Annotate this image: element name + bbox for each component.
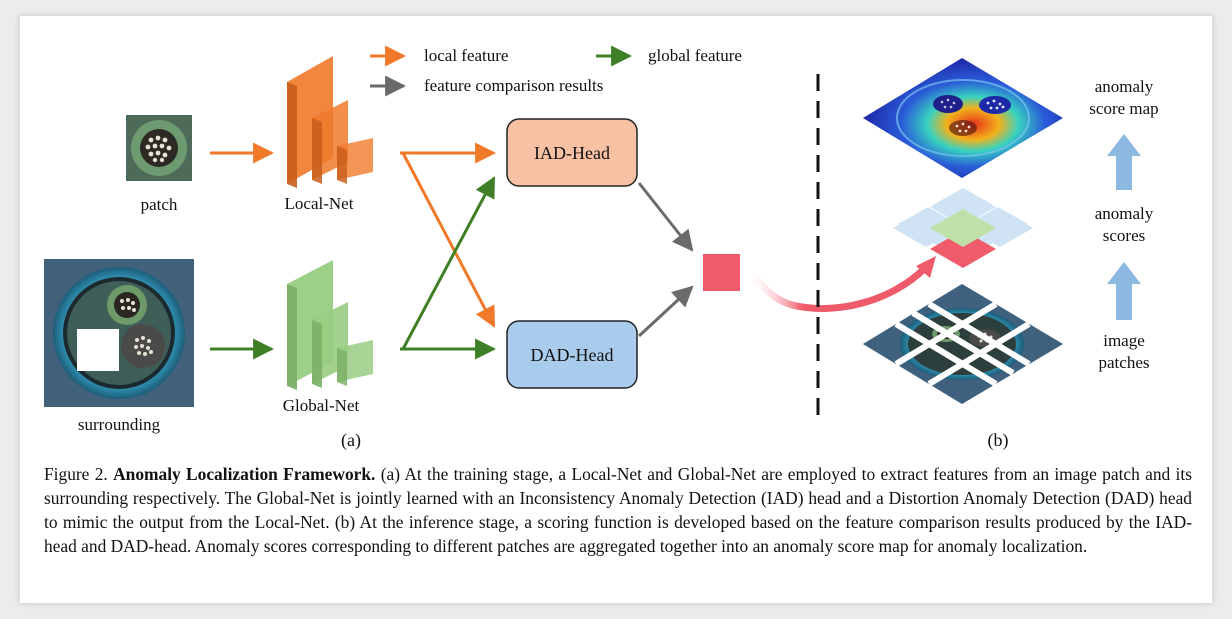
dad-head-box: DAD-Head xyxy=(506,320,638,389)
caption-body: (a) At the training stage, a Local-Net a… xyxy=(44,464,1192,556)
anomaly-scores-tiles xyxy=(893,188,1033,268)
legend: local feature global feature feature com… xyxy=(370,45,742,97)
panel-a-label: (a) xyxy=(341,430,361,451)
image-patches-label-2: patches xyxy=(1099,353,1150,372)
surrounding-label: surrounding xyxy=(78,415,161,434)
patch-image xyxy=(126,115,192,181)
surrounding-image xyxy=(44,259,194,407)
anomaly-scores-label-1: anomaly xyxy=(1095,204,1154,223)
caption-prefix: Figure 2. xyxy=(44,464,114,484)
result-to-score-curve xyxy=(746,264,929,312)
iad-head-box: IAD-Head xyxy=(506,118,638,187)
iad-to-result-arrow xyxy=(637,182,694,252)
local-to-dad-arrow xyxy=(401,152,496,328)
patch-label: patch xyxy=(141,195,178,214)
up-arrow-top xyxy=(1107,134,1141,190)
iad-head-label: IAD-Head xyxy=(534,143,610,163)
image-patches-label-1: image xyxy=(1103,331,1145,350)
local-net-blocks xyxy=(287,56,373,188)
anomaly-scores-middle-row xyxy=(930,209,996,247)
comparison-result-square xyxy=(703,254,740,291)
anomaly-score-map-label-1: anomaly xyxy=(1095,77,1154,96)
legend-local-label: local feature xyxy=(424,46,508,65)
dad-to-result-arrow xyxy=(637,285,694,338)
legend-global-label: global feature xyxy=(648,46,742,65)
up-arrow-bottom xyxy=(1107,262,1141,320)
local-net-label: Local-Net xyxy=(285,194,354,213)
legend-comparison-label: feature comparison results xyxy=(424,76,603,95)
anomaly-score-map xyxy=(863,58,1063,178)
result-to-score-arrowhead xyxy=(916,256,936,278)
figure-caption: Figure 2. Anomaly Localization Framework… xyxy=(44,462,1192,558)
caption-title: Anomaly Localization Framework. xyxy=(113,464,376,484)
global-net-blocks xyxy=(287,260,373,390)
anomaly-scores-label-2: scores xyxy=(1103,226,1145,245)
global-to-iad-arrow xyxy=(401,176,496,350)
panel-b-label: (b) xyxy=(988,430,1009,451)
global-net-label: Global-Net xyxy=(283,396,360,415)
anomaly-score-map-label-2: score map xyxy=(1089,99,1158,118)
image-patches xyxy=(863,284,1063,404)
dad-head-label: DAD-Head xyxy=(531,345,614,365)
